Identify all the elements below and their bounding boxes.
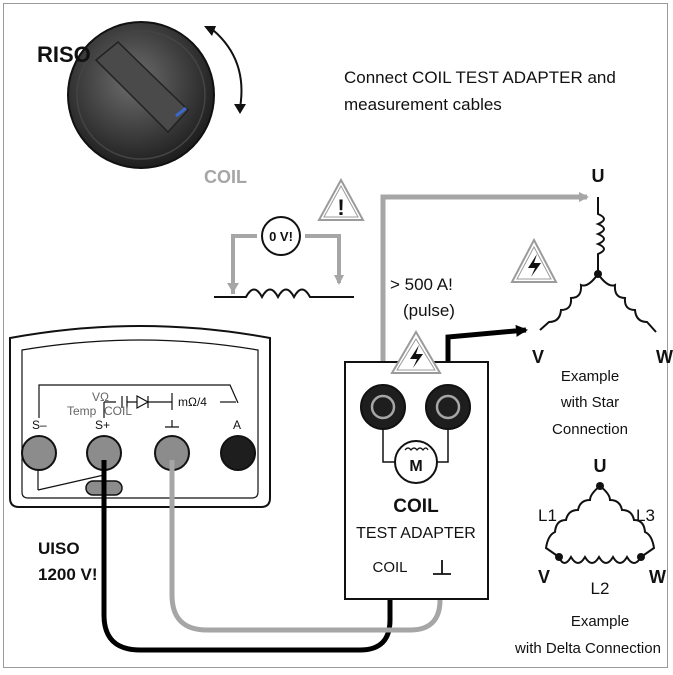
zero-volt-label: 0 V! xyxy=(269,229,293,244)
dial-indicator xyxy=(175,106,187,118)
delta-caption-1: Example xyxy=(571,613,629,630)
multimeter-body xyxy=(9,325,271,508)
dial-pointer xyxy=(94,40,190,134)
rotary-dial[interactable] xyxy=(67,21,215,169)
warning-triangle-icon xyxy=(317,177,365,221)
black-cable xyxy=(101,460,393,653)
a-socket[interactable] xyxy=(220,435,256,471)
exclamation-mark: ! xyxy=(337,195,344,220)
riso-label: RISO xyxy=(37,42,91,67)
v-ohm-label: VΩ xyxy=(92,390,109,404)
star-caption-3: Connection xyxy=(552,421,628,438)
instruction-line-2: measurement cables xyxy=(344,95,502,114)
delta-u-label: U xyxy=(594,456,607,476)
adapter-motor-wiring xyxy=(382,429,449,463)
delta-w-label: W xyxy=(649,567,666,587)
delta-l3-label: L3 xyxy=(636,506,655,525)
s-minus-socket[interactable] xyxy=(21,435,57,471)
milliohm-label: mΩ/4 xyxy=(178,395,207,409)
adapter-subtitle: TEST ADAPTER xyxy=(356,525,476,542)
temp-label: Temp xyxy=(67,404,97,418)
current-warning-line-1: > 500 A! xyxy=(390,275,453,294)
current-warning-line-2: (pulse) xyxy=(403,301,455,320)
delta-v-label: V xyxy=(538,567,550,587)
delta-connection xyxy=(544,482,656,564)
gray-cable xyxy=(169,460,443,633)
adapter-socket-right[interactable] xyxy=(425,384,471,430)
delta-l2-label: L2 xyxy=(591,579,610,598)
uiso-label: UISO xyxy=(38,539,80,558)
delta-caption-2: with Delta Connection xyxy=(514,640,661,657)
delta-l1-label: L1 xyxy=(538,506,557,525)
star-v-label: V xyxy=(532,347,544,367)
star-lightning-icon xyxy=(510,237,558,283)
star-w-label: W xyxy=(656,347,673,367)
a-label: A xyxy=(233,418,241,432)
coil-meter-label: COIL xyxy=(104,404,132,418)
zero-volt-coil-symbol xyxy=(214,216,354,300)
high-voltage-icon xyxy=(390,330,442,374)
motor-label: M xyxy=(409,458,422,475)
instruction-line-1: Connect COIL TEST ADAPTER and xyxy=(344,68,616,87)
gray-lead-to-u xyxy=(380,192,589,390)
star-caption-2: with Star xyxy=(560,394,619,411)
adapter-socket-left[interactable] xyxy=(360,384,406,430)
s-minus-label: S– xyxy=(32,418,47,432)
star-u-label: U xyxy=(592,166,605,186)
uiso-voltage-label: 1200 V! xyxy=(38,565,98,584)
star-caption-1: Example xyxy=(561,368,619,385)
adapter-title: COIL xyxy=(393,496,439,517)
star-connection xyxy=(539,197,657,333)
s-plus-label: S+ xyxy=(95,418,110,432)
adapter-coil-terminal: COIL xyxy=(372,559,407,576)
coil-dial-label: COIL xyxy=(204,167,247,187)
voltmeter-circle xyxy=(261,216,301,256)
motor-symbol xyxy=(394,440,438,484)
curved-double-arrow-icon xyxy=(204,26,246,114)
adapter-ground-terminal xyxy=(433,560,451,575)
